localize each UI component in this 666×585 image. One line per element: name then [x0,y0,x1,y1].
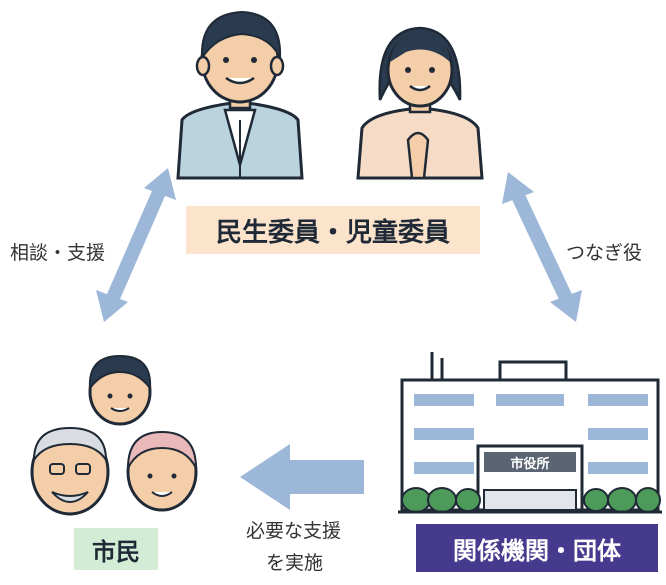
citizen-child-icon [88,354,152,426]
citizen-elderly-woman-icon [126,430,198,512]
citizen-label-text: 市民 [92,537,140,566]
citizen-elderly-man-icon [30,426,110,516]
volunteer-woman-icon [356,26,484,180]
citizen-label: 市民 [74,528,158,570]
center-role-label: 民生委員・児童委員 [186,206,480,254]
consult-support-label: 相談・支援 [10,242,106,264]
support-arrow [240,444,364,510]
liaison-arrow [502,172,582,322]
support-label-line2: を実施 [266,552,324,574]
building-sign: 市役所 [484,452,576,472]
volunteer-man-icon [176,10,304,180]
building-sign-text: 市役所 [510,456,550,472]
center-role-text: 民生委員・児童委員 [215,217,450,248]
support-label-line1: 必要な支援 [246,520,342,542]
liaison-label: つなぎ役 [566,242,643,264]
consult-support-arrow [96,168,176,322]
organization-label-text: 関係機関・団体 [453,536,621,565]
organization-label: 関係機関・団体 [416,524,658,572]
city-hall-building-icon [398,352,662,514]
